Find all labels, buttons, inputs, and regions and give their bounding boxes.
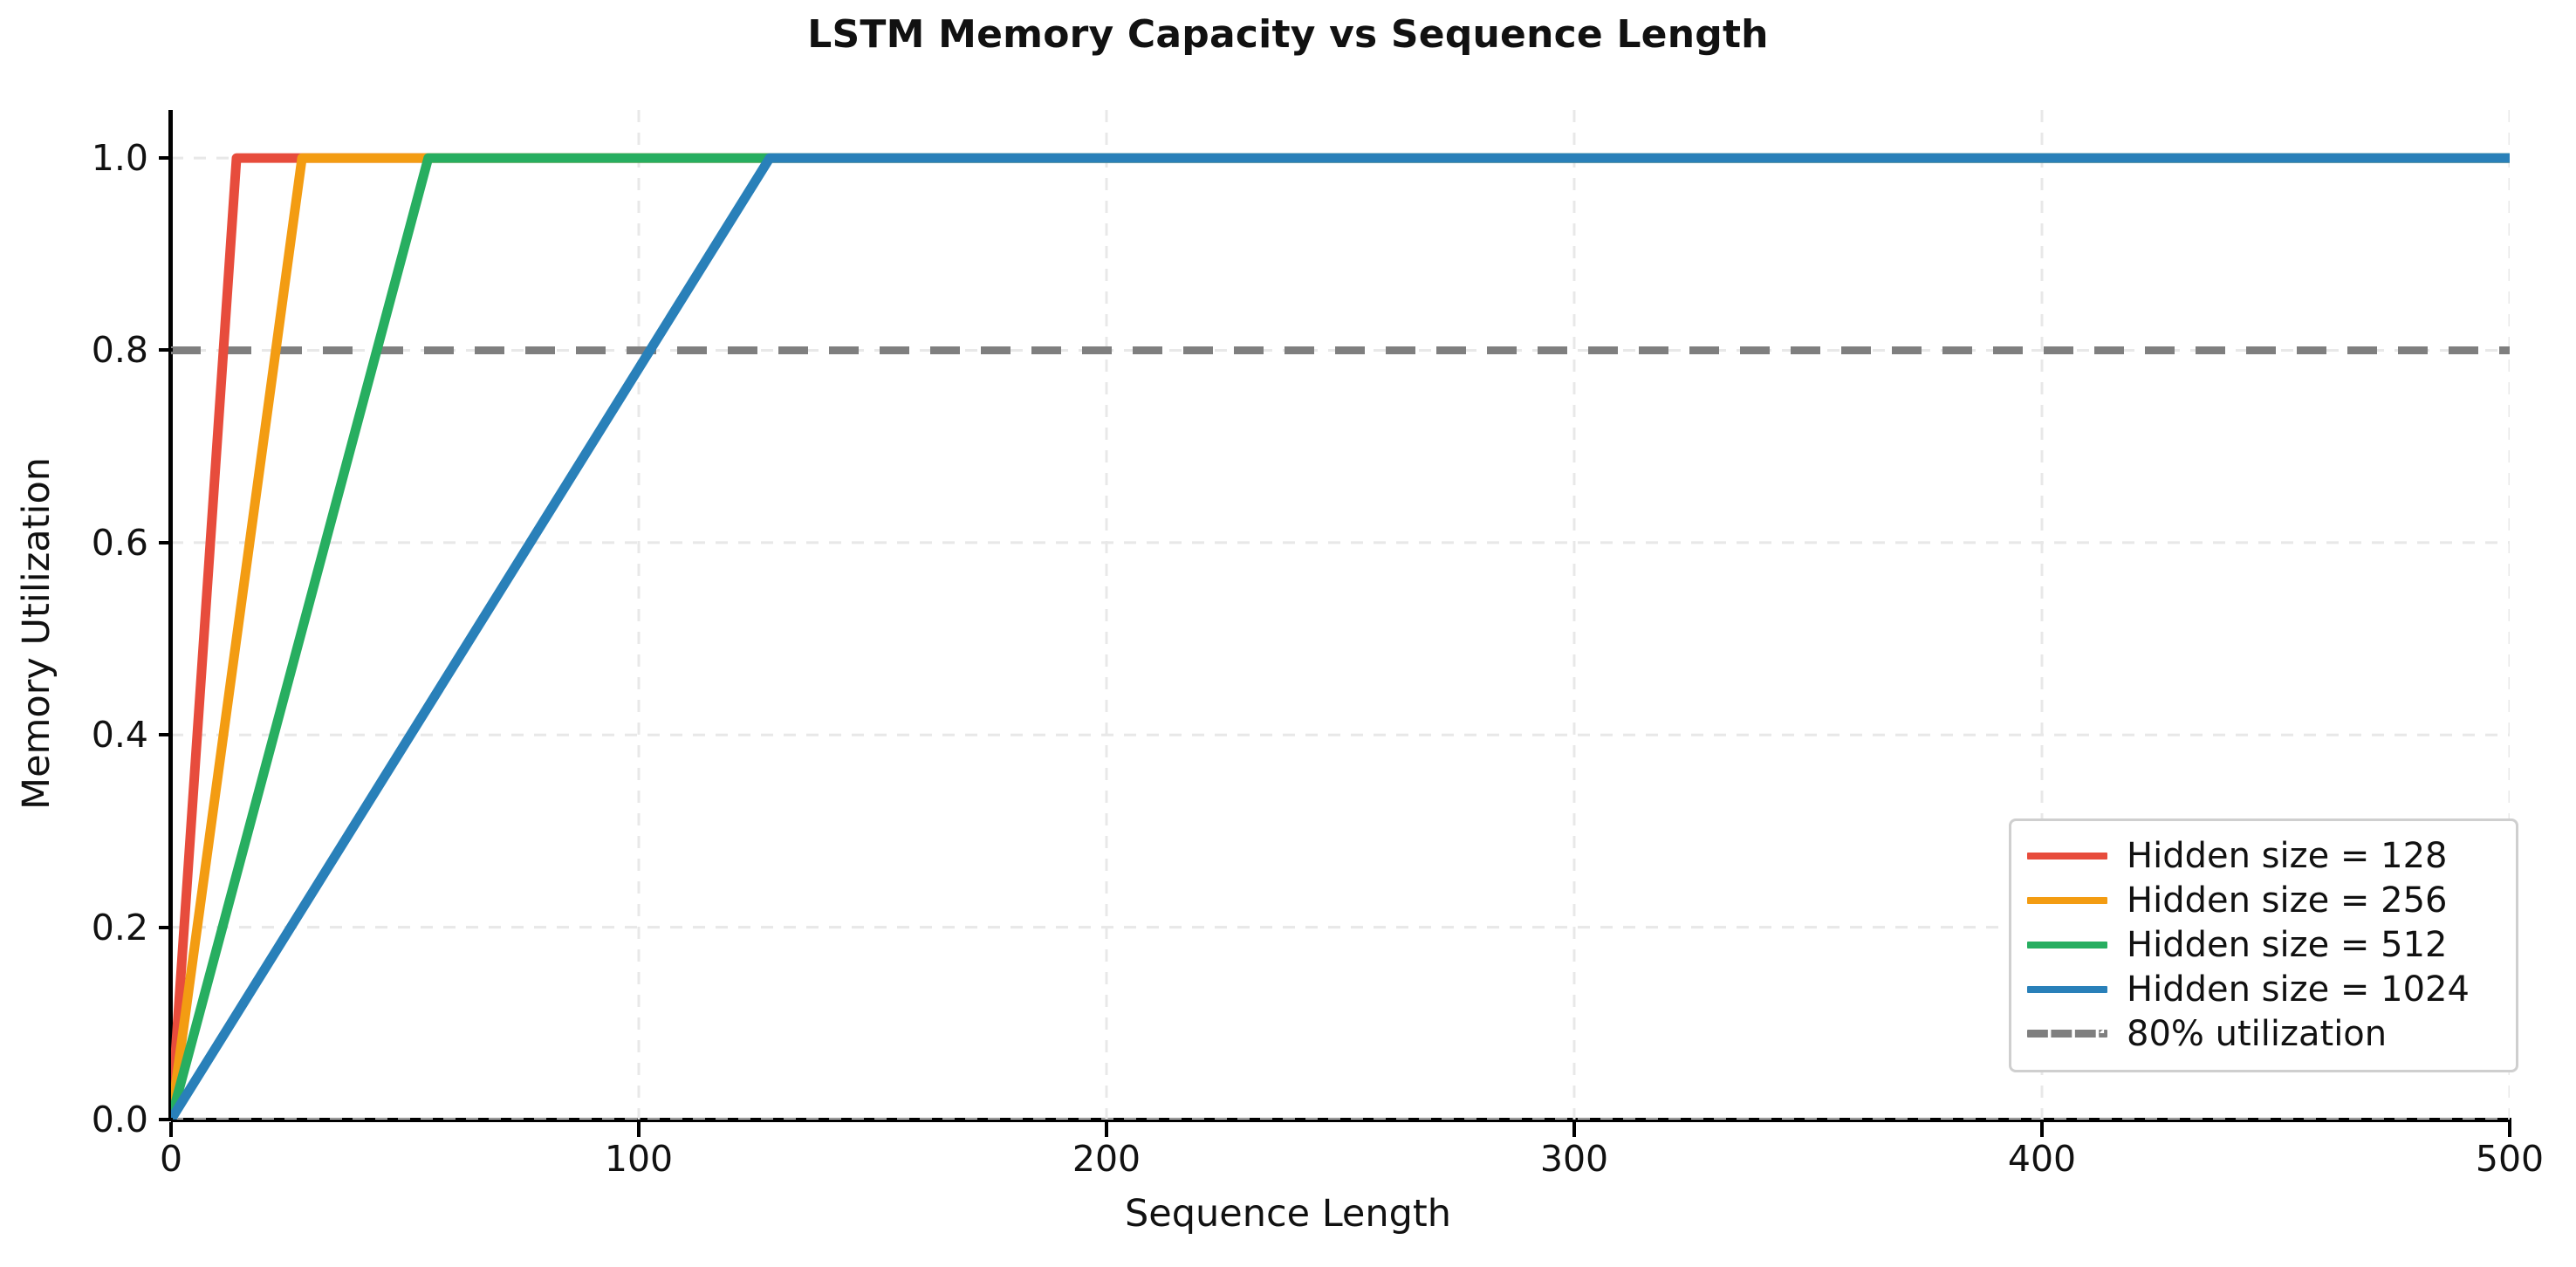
y-tick-label: 0.8 [91,329,148,372]
y-tick-mark [159,925,173,929]
y-axis-ticks: 0.0 0.2 0.4 0.6 0.8 1.0 [92,110,2510,1140]
y-axis-spine [168,110,173,1121]
x-tick-mark [2040,1122,2044,1137]
y-axis-label: Memory Utilization [15,456,59,811]
y-tick-mark [159,733,173,737]
x-axis-ticks: 0 100 200 300 400 500 [160,1122,2544,1218]
x-tick-mark [1105,1122,1108,1137]
y-tick-label: 0.6 [91,521,148,564]
plot-area [171,110,2510,1120]
x-tick-label: 300 [1539,1138,1609,1180]
x-tick-label: 0 [159,1138,183,1180]
legend-item[interactable]: 80% utilization [2027,1011,2500,1056]
y-tick-label: 0.4 [91,714,148,757]
x-tick-label: 400 [2007,1138,2077,1180]
legend-swatch-line-icon [2027,896,2107,904]
x-tick-label: 500 [2475,1138,2545,1180]
x-tick-mark [2508,1122,2511,1137]
legend-label: Hidden size = 1024 [2127,969,2470,1010]
legend-item[interactable]: Hidden size = 1024 [2027,967,2500,1011]
x-tick-label: 100 [604,1138,674,1180]
legend-label: Hidden size = 256 [2127,880,2448,921]
series-line-3 [171,153,2510,1120]
plot-canvas [171,110,2510,1120]
y-tick-label: 1.0 [91,137,148,180]
chart-title: LSTM Memory Capacity vs Sequence Length [807,12,1769,57]
y-tick-mark [159,540,173,544]
x-tick-mark [637,1122,641,1137]
legend-item[interactable]: Hidden size = 128 [2027,833,2500,878]
legend-item[interactable]: Hidden size = 512 [2027,922,2500,967]
y-tick-label: 0.2 [91,906,148,949]
legend-label: Hidden size = 512 [2127,924,2448,965]
legend-item[interactable]: Hidden size = 256 [2027,878,2500,922]
y-tick-mark [159,348,173,353]
legend-swatch-line-icon [2027,852,2107,860]
y-tick-mark [159,1118,173,1121]
legend-swatch-dashed-line-icon [2027,1030,2107,1038]
legend-label: Hidden size = 128 [2127,835,2448,876]
x-tick-mark [1572,1122,1576,1137]
x-tick-mark [169,1122,173,1137]
legend-label: 80% utilization [2127,1013,2388,1054]
x-axis-spine [171,1118,2511,1122]
y-tick-label: 0.0 [91,1099,148,1140]
legend-swatch-line-icon [2027,985,2107,993]
legend-swatch-line-icon [2027,941,2107,949]
x-axis-label: Sequence Length [1124,1192,1452,1236]
x-tick-label: 200 [1072,1138,1141,1180]
y-tick-mark [159,156,173,161]
